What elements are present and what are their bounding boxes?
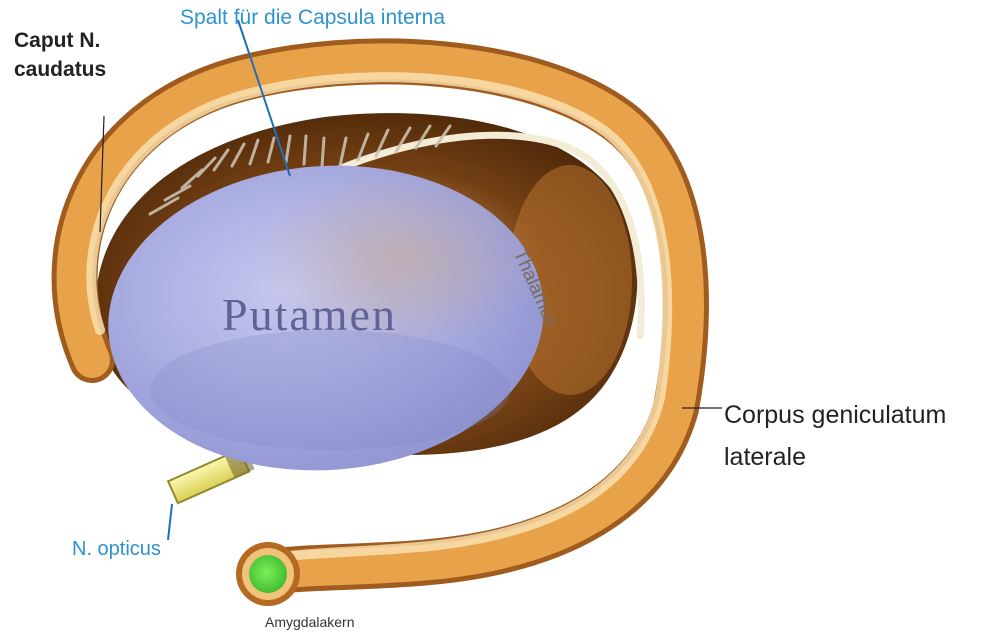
amygdala [249,555,287,593]
label-nervus-opticus: N. opticus [72,538,161,561]
label-amygdalakern: Amygdalakern [265,614,355,630]
label-corpus-line2: laterale [724,436,946,478]
label-caput-nucleus-caudatus: Caput N. caudatus [14,26,106,84]
label-spalt-capsula-interna: Spalt für die Capsula interna [180,6,445,30]
label-caput-line1: Caput N. [14,26,106,55]
label-corpus-line1: Corpus geniculatum [724,394,946,436]
label-caput-line2: caudatus [14,55,106,84]
putamen-shading [150,330,510,450]
opticus-pointer-line [168,504,172,540]
label-putamen: Putamen [222,288,397,341]
label-corpus-geniculatum-laterale: Corpus geniculatum laterale [724,394,946,478]
